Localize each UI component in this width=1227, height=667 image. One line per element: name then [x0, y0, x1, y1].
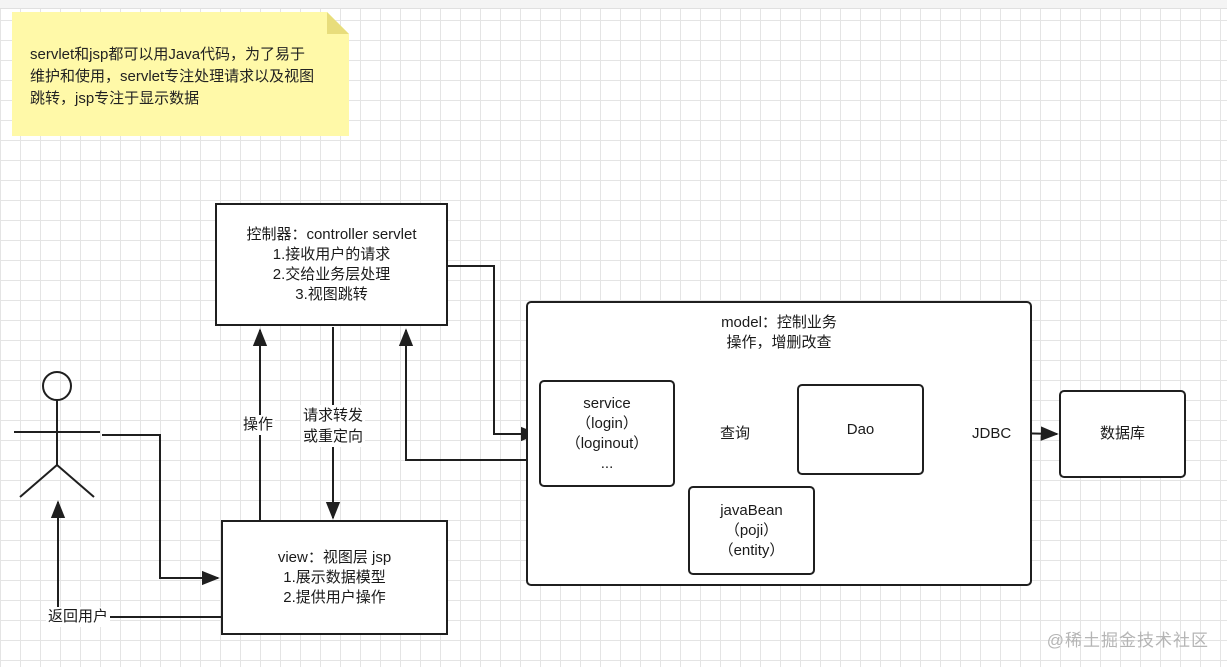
dao-label: Dao [846, 420, 875, 438]
note-line: 维护和使用，servlet专注处理请求以及视图 [30, 68, 315, 85]
sticky-note [12, 12, 349, 136]
controller-item: 3.视图跳转 [295, 285, 368, 303]
javabean-item: （poji） [724, 521, 779, 539]
controller-item: 1.接收用户的请求 [272, 245, 391, 263]
edge-label-jdbc: JDBC [970, 424, 1014, 444]
view-item: 1.展示数据模型 [283, 568, 386, 586]
edge-label-forward-line: 请求转发 [303, 407, 364, 424]
edge-label-forward: 请求转发 或重定向 [301, 405, 366, 447]
view-title: view：视图层 jsp [277, 548, 392, 566]
database-box[interactable]: 数据库 [1059, 390, 1186, 478]
controller-item: 2.交给业务层处理 [272, 265, 391, 283]
watermark: @稀土掘金技术社区 [1046, 631, 1209, 650]
edge-user-to-view [102, 434, 220, 586]
service-item: （loginout） [565, 434, 649, 452]
javabean-box[interactable]: javaBean （poji） （entity） [688, 486, 815, 575]
model-subtitle: 操作，增删改查 [726, 334, 832, 351]
javabean-title: javaBean [720, 501, 783, 519]
dao-box[interactable]: Dao [797, 384, 924, 475]
edge-label-return-user: 返回用户 [46, 607, 111, 627]
sticky-note-text: servlet和jsp都可以用Java代码，为了易于 维护和使用，servlet… [30, 44, 350, 110]
edge-service-to-controller [398, 328, 540, 461]
javabean-item: （entity） [718, 541, 785, 559]
controller-title: 控制器：controller servlet [246, 225, 417, 243]
note-line: 跳转，jsp专注于显示数据 [30, 90, 200, 107]
model-title: model：控制业务 [721, 314, 837, 331]
user-actor-icon[interactable] [14, 371, 100, 498]
edge-label-forward-line: 或重定向 [303, 428, 364, 445]
service-box[interactable]: service （login） （loginout） ... [539, 380, 675, 487]
controller-box[interactable]: 控制器：controller servlet 1.接收用户的请求 2.交给业务层… [215, 203, 448, 326]
edge-controller-to-service [448, 265, 539, 442]
edge-label-operate: 操作 [241, 415, 276, 435]
service-item: （login） [576, 414, 638, 432]
view-box[interactable]: view：视图层 jsp 1.展示数据模型 2.提供用户操作 [221, 520, 448, 635]
edge-label-query: 查询 [718, 424, 753, 444]
service-item: ... [600, 454, 614, 472]
service-title: service [583, 394, 631, 412]
database-label: 数据库 [1099, 425, 1145, 442]
top-bar [0, 0, 1227, 9]
note-line: servlet和jsp都可以用Java代码，为了易于 [30, 46, 306, 63]
view-item: 2.提供用户操作 [283, 588, 386, 606]
edge-view-to-user [50, 500, 221, 618]
